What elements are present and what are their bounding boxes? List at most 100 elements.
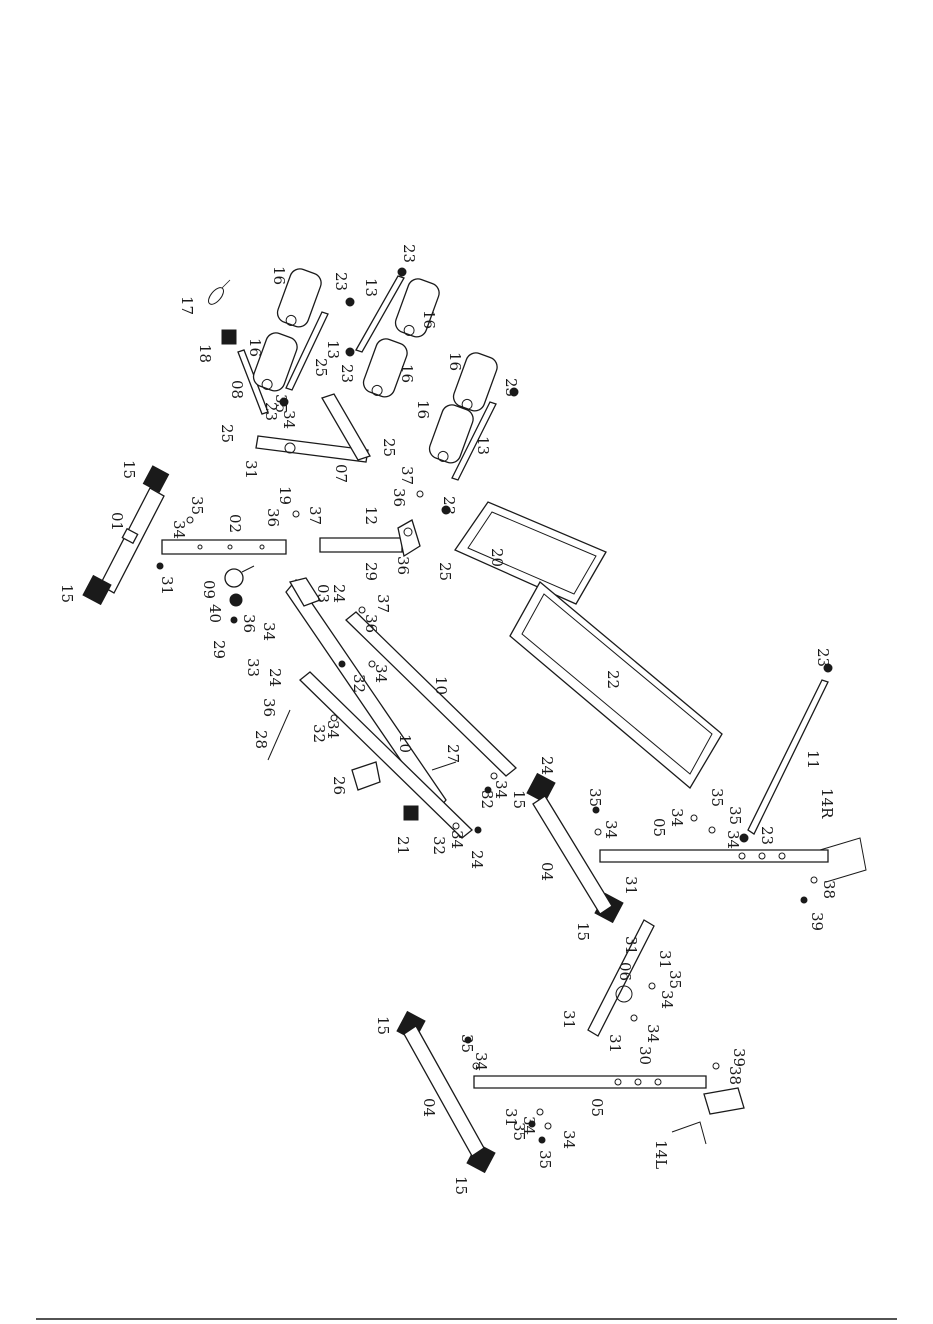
- label-31: 31: [622, 936, 640, 955]
- label-37: 37: [374, 594, 392, 613]
- label-32: 32: [430, 836, 448, 855]
- label-11: 11: [804, 750, 822, 769]
- label-40: 40: [206, 604, 224, 623]
- label-14R: 14R: [818, 788, 836, 819]
- label-34: 34: [668, 808, 686, 827]
- label-02: 02: [226, 514, 244, 533]
- label-39: 39: [808, 912, 826, 931]
- part-21-cap: [403, 805, 419, 821]
- part-26-bracket: [351, 761, 381, 791]
- label-13: 13: [474, 436, 492, 455]
- label-15: 15: [58, 584, 76, 603]
- label-32: 32: [350, 674, 368, 693]
- part-02-tube: [161, 539, 287, 555]
- label-23: 23: [502, 378, 520, 397]
- part-28-bolt: [267, 709, 291, 761]
- label-38: 38: [726, 1066, 744, 1085]
- label-34: 34: [602, 820, 620, 839]
- label-35: 35: [726, 806, 744, 825]
- label-16: 16: [446, 352, 464, 371]
- label-13: 13: [324, 340, 342, 359]
- label-27: 27: [444, 744, 462, 763]
- label-10: 10: [396, 734, 414, 753]
- label-31: 31: [606, 1034, 624, 1053]
- label-36: 36: [390, 488, 408, 507]
- label-34: 34: [492, 780, 510, 799]
- label-15: 15: [120, 460, 138, 479]
- part-40-cap: [229, 593, 243, 607]
- label-17: 17: [178, 296, 196, 315]
- label-32: 32: [310, 724, 328, 743]
- label-34: 34: [560, 1130, 578, 1149]
- label-12: 12: [362, 506, 380, 525]
- part-16-rollers: [252, 268, 498, 464]
- label-35: 35: [510, 1122, 528, 1141]
- label-08: 08: [228, 380, 246, 399]
- part-09-knob: [224, 565, 255, 588]
- label-23: 23: [338, 364, 356, 383]
- part-12-tube: [319, 519, 421, 558]
- label-34: 34: [644, 1024, 662, 1043]
- part-27-bolt: [431, 761, 457, 771]
- label-36: 36: [240, 614, 258, 633]
- label-36: 36: [260, 698, 278, 717]
- label-16: 16: [270, 266, 288, 285]
- part-17-pin: [208, 279, 231, 305]
- label-26: 26: [330, 776, 348, 795]
- label-05: 05: [650, 818, 668, 837]
- label-24: 24: [266, 668, 284, 687]
- label-01: 01: [108, 512, 126, 531]
- part-08-rod: [237, 349, 269, 415]
- label-35: 35: [586, 788, 604, 807]
- label-30: 30: [636, 1046, 654, 1065]
- part-07-frame: [255, 393, 371, 463]
- label-36: 36: [362, 614, 380, 633]
- label-29: 29: [362, 562, 380, 581]
- part-hardware: [156, 267, 833, 1144]
- label-22: 22: [604, 670, 622, 689]
- label-35: 35: [708, 788, 726, 807]
- label-31: 31: [622, 876, 640, 895]
- label-34: 34: [372, 664, 390, 683]
- part-11-bar: [747, 679, 829, 835]
- label-37: 37: [398, 466, 416, 485]
- part-15-cap: [82, 465, 624, 1174]
- part-04-tubes: [403, 795, 613, 1157]
- label-04: 04: [420, 1098, 438, 1117]
- part-03-bracket: [285, 577, 447, 814]
- label-23: 23: [262, 402, 280, 421]
- part-22-pad: [509, 580, 723, 789]
- label-16: 16: [398, 364, 416, 383]
- label-34: 34: [472, 1052, 490, 1071]
- label-23: 23: [440, 496, 458, 515]
- label-31: 31: [502, 1108, 520, 1127]
- label-34: 34: [448, 830, 466, 849]
- part-labels: 01 02 03 04 04 05 05 06 07 08 09 10 10 1…: [58, 244, 838, 1195]
- label-38: 38: [820, 880, 838, 899]
- label-34: 34: [260, 622, 278, 641]
- label-35: 35: [666, 970, 684, 989]
- label-23: 23: [814, 648, 832, 667]
- label-34: 34: [520, 1116, 538, 1135]
- label-04: 04: [538, 862, 556, 881]
- label-31: 31: [242, 460, 260, 479]
- part-05-rails: [473, 849, 829, 1089]
- label-35: 35: [458, 1034, 476, 1053]
- label-34: 34: [170, 520, 188, 539]
- label-24: 24: [538, 756, 556, 775]
- label-14L: 14L: [652, 1140, 670, 1169]
- label-39: 39: [730, 1048, 748, 1067]
- label-35: 35: [272, 394, 290, 413]
- label-34: 34: [658, 990, 676, 1009]
- label-15: 15: [452, 1176, 470, 1195]
- part-20-pad: [454, 501, 607, 605]
- label-15: 15: [374, 1016, 392, 1035]
- label-23: 23: [758, 826, 776, 845]
- label-31: 31: [656, 950, 674, 969]
- part-18-knob: [221, 329, 237, 345]
- label-15: 15: [574, 922, 592, 941]
- label-32: 32: [478, 790, 496, 809]
- part-drawings: [82, 267, 867, 1174]
- label-13: 13: [362, 278, 380, 297]
